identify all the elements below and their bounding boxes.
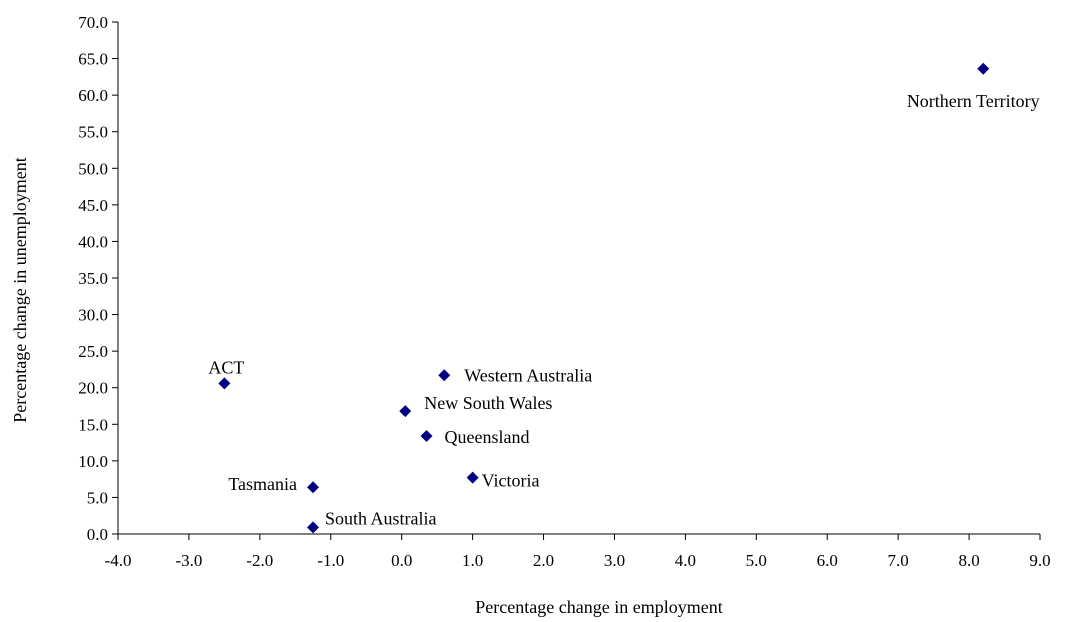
point-label: South Australia: [325, 508, 437, 528]
axes: [112, 21, 1041, 540]
point-label: Tasmania: [228, 474, 297, 494]
y-tick-label: 10.0: [78, 452, 108, 471]
y-axis-title: Percentage change in unemployment: [10, 157, 30, 422]
tick-labels: 0.0 5.0 10.0 15.0 20.0 25.0 30.0 35.0 40.0 45.0 50…: [78, 13, 1050, 570]
x-tick-label: 9.0: [1029, 551, 1050, 570]
data-points: [218, 62, 990, 534]
x-tick-label: 4.0: [675, 551, 696, 570]
y-tick-label: 55.0: [78, 123, 108, 142]
y-tick-label: 65.0: [78, 50, 108, 69]
x-tick-label: 5.0: [746, 551, 767, 570]
point-label: Northern Territory: [907, 91, 1040, 111]
y-tick-label: 5.0: [87, 488, 108, 507]
scatter-point: [307, 521, 320, 534]
x-axis-title: Percentage change in employment: [475, 597, 722, 617]
scatter-point: [307, 481, 320, 494]
x-tick-label: 6.0: [817, 551, 838, 570]
scatter-point: [420, 429, 433, 442]
y-tick-label: 35.0: [78, 269, 108, 288]
x-tick-label: -3.0: [175, 551, 202, 570]
scatter-point: [399, 405, 412, 418]
y-tick-label: 70.0: [78, 13, 108, 32]
x-tick-label: 1.0: [462, 551, 483, 570]
point-label: Western Australia: [464, 365, 592, 385]
scatter-point: [977, 62, 990, 75]
y-tick-label: 50.0: [78, 159, 108, 178]
x-tick-label: 8.0: [958, 551, 979, 570]
y-tick-label: 30.0: [78, 306, 108, 325]
y-tick-label: 0.0: [87, 525, 108, 544]
point-label: Victoria: [482, 471, 540, 491]
x-tick-label: 2.0: [533, 551, 554, 570]
y-tick-label: 15.0: [78, 415, 108, 434]
x-tick-label: -1.0: [317, 551, 344, 570]
scatter-point: [466, 471, 479, 484]
y-tick-label: 45.0: [78, 196, 108, 215]
x-tick-label: 7.0: [888, 551, 909, 570]
x-tick-label: -2.0: [246, 551, 273, 570]
y-tick-label: 20.0: [78, 379, 108, 398]
y-tick-label: 60.0: [78, 86, 108, 105]
x-tick-label: 0.0: [391, 551, 412, 570]
point-label: Queensland: [445, 427, 530, 447]
x-tick-label: 3.0: [604, 551, 625, 570]
point-label: ACT: [208, 357, 244, 377]
scatter-point: [218, 377, 231, 390]
y-tick-label: 40.0: [78, 232, 108, 251]
scatter-point: [438, 369, 451, 382]
x-tick-label: -4.0: [105, 551, 132, 570]
point-label: New South Wales: [424, 393, 552, 413]
y-tick-label: 25.0: [78, 342, 108, 361]
